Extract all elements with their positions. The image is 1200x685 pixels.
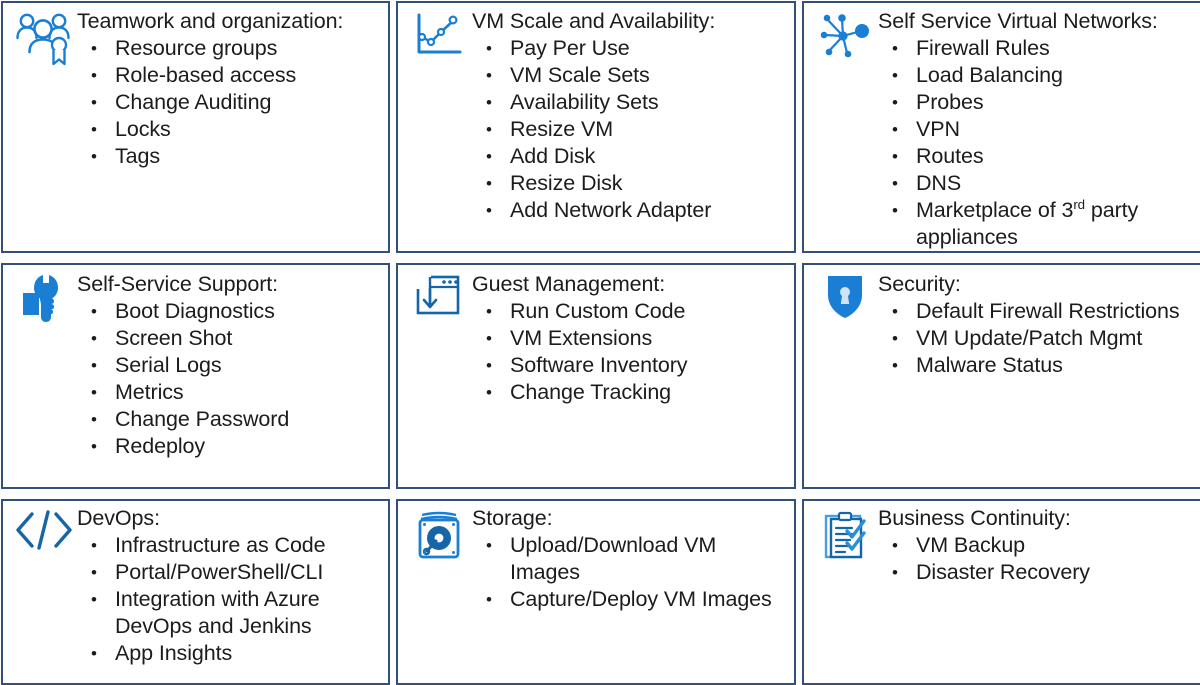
card-devops: DevOps: Infrastructure as Code Portal/Po… <box>1 499 390 685</box>
list-item: Locks <box>77 116 382 143</box>
list-item: Firewall Rules <box>878 35 1199 62</box>
card-title: Guest Management: <box>472 272 666 296</box>
list-item: VM Update/Patch Mgmt <box>878 325 1199 352</box>
card-self-service-virtual-networks: Self Service Virtual Networks: Firewall … <box>802 1 1200 253</box>
people-group-badge-icon <box>11 7 77 67</box>
list-item: Role-based access <box>77 62 382 89</box>
card-content: Business Continuity: VM Backup Disaster … <box>878 505 1199 586</box>
line-chart-icon <box>406 7 472 59</box>
card-content: Self Service Virtual Networks: Firewall … <box>878 7 1199 251</box>
list-item: VM Scale Sets <box>472 62 788 89</box>
list-item: Portal/PowerShell/CLI <box>77 559 382 586</box>
list-item: Metrics <box>77 379 382 406</box>
list-item: Availability Sets <box>472 89 788 116</box>
card-bullet-list: Upload/Download VM Images Capture/Deploy… <box>472 532 788 613</box>
card-bullet-list: Infrastructure as Code Portal/PowerShell… <box>77 532 382 667</box>
card-content: Guest Management: Run Custom Code VM Ext… <box>472 269 788 406</box>
list-item: Capture/Deploy VM Images <box>472 586 788 613</box>
hard-disk-icon <box>406 505 472 561</box>
list-item: Routes <box>878 143 1199 170</box>
list-item: Change Auditing <box>77 89 382 116</box>
card-bullet-list: Resource groups Role-based access Change… <box>77 35 382 170</box>
card-storage: Storage: Upload/Download VM Images Captu… <box>396 499 796 685</box>
code-brackets-icon <box>11 505 77 551</box>
list-item: Probes <box>878 89 1199 116</box>
card-bullet-list: Run Custom Code VM Extensions Software I… <box>472 298 788 406</box>
card-title: Self Service Virtual Networks: <box>878 9 1158 33</box>
list-item: Redeploy <box>77 433 382 460</box>
list-item: Resize VM <box>472 116 788 143</box>
list-item: Boot Diagnostics <box>77 298 382 325</box>
list-item: Tags <box>77 143 382 170</box>
card-bullet-list: Firewall Rules Load Balancing Probes VPN… <box>878 35 1199 251</box>
card-teamwork-and-organization: Teamwork and organization: Resource grou… <box>1 1 390 253</box>
list-item: Default Firewall Restrictions <box>878 298 1199 325</box>
card-guest-management: Guest Management: Run Custom Code VM Ext… <box>396 263 796 489</box>
card-security: Security: Default Firewall Restrictions … <box>802 263 1200 489</box>
card-vm-scale-and-availability: VM Scale and Availability: Pay Per Use V… <box>396 1 796 253</box>
list-item: Integration with Azure DevOps and Jenkin… <box>77 586 382 640</box>
card-content: Storage: Upload/Download VM Images Captu… <box>472 505 788 613</box>
card-title: DevOps: <box>77 506 160 530</box>
list-item: Infrastructure as Code <box>77 532 382 559</box>
list-item: Resize Disk <box>472 170 788 197</box>
list-item: Screen Shot <box>77 325 382 352</box>
list-item: Change Password <box>77 406 382 433</box>
hand-wrench-icon <box>11 269 77 325</box>
list-item: Load Balancing <box>878 62 1199 89</box>
list-item: Run Custom Code <box>472 298 788 325</box>
list-item: Add Network Adapter <box>472 197 788 224</box>
list-item: VPN <box>878 116 1199 143</box>
list-item: Change Tracking <box>472 379 788 406</box>
card-content: Self-Service Support: Boot Diagnostics S… <box>77 269 382 460</box>
list-item: Malware Status <box>878 352 1199 379</box>
card-bullet-list: Boot Diagnostics Screen Shot Serial Logs… <box>77 298 382 460</box>
card-title: Teamwork and organization: <box>77 9 344 33</box>
card-title: Business Continuity: <box>878 506 1071 530</box>
list-item: Software Inventory <box>472 352 788 379</box>
clipboard-check-icon <box>812 505 878 561</box>
ordinal-superscript: rd <box>1073 196 1085 212</box>
card-bullet-list: Pay Per Use VM Scale Sets Availability S… <box>472 35 788 224</box>
list-item: Serial Logs <box>77 352 382 379</box>
card-title: VM Scale and Availability: <box>472 9 716 33</box>
card-title: Self-Service Support: <box>77 272 279 296</box>
list-item: Add Disk <box>472 143 788 170</box>
marketplace-suffix: party appliances <box>916 198 1139 249</box>
card-content: DevOps: Infrastructure as Code Portal/Po… <box>77 505 382 667</box>
card-content: Teamwork and organization: Resource grou… <box>77 7 382 170</box>
card-bullet-list: Default Firewall Restrictions VM Update/… <box>878 298 1199 379</box>
list-item: VM Extensions <box>472 325 788 352</box>
list-item: Pay Per Use <box>472 35 788 62</box>
card-content: Security: Default Firewall Restrictions … <box>878 269 1199 379</box>
list-item: Disaster Recovery <box>878 559 1199 586</box>
card-business-continuity: Business Continuity: VM Backup Disaster … <box>802 499 1200 685</box>
card-title: Storage: <box>472 506 553 530</box>
list-item: DNS <box>878 170 1199 197</box>
card-bullet-list: VM Backup Disaster Recovery <box>878 532 1199 586</box>
card-self-service-support: Self-Service Support: Boot Diagnostics S… <box>1 263 390 489</box>
window-download-icon <box>406 269 472 319</box>
network-nodes-icon <box>812 7 878 61</box>
card-title: Security: <box>878 272 961 296</box>
list-item: Resource groups <box>77 35 382 62</box>
shield-lock-icon <box>812 269 878 321</box>
list-item: VM Backup <box>878 532 1199 559</box>
card-content: VM Scale and Availability: Pay Per Use V… <box>472 7 788 224</box>
list-item: Upload/Download VM Images <box>472 532 788 586</box>
list-item-marketplace: Marketplace of 3rd party appliances <box>878 197 1199 251</box>
marketplace-prefix: Marketplace of 3 <box>916 198 1074 222</box>
list-item: App Insights <box>77 640 382 667</box>
